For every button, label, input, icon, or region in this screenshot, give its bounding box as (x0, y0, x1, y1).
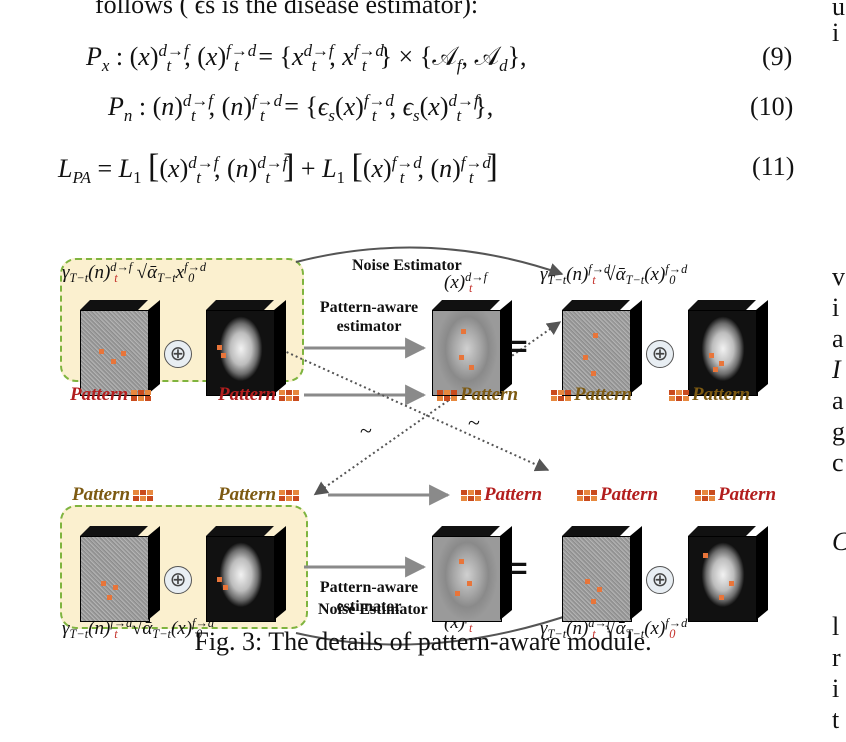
right-col-frag: c (832, 448, 844, 477)
equation-9-number: (9) (762, 42, 793, 71)
pattern-grid-icon (279, 390, 300, 402)
pattern-label: Pattern (692, 484, 776, 506)
pattern-label: Pattern (218, 384, 302, 406)
equation-11: LPA = L1 [(x)d→ft , (n)d→ft ] + L1 [(x)f… (58, 148, 498, 187)
right-col-frag: C (832, 527, 846, 557)
right-col-frag: a (832, 386, 844, 415)
noise-estimator-arrow-bottom (295, 609, 580, 646)
pattern-grid-icon (577, 490, 597, 502)
oplus-icon: ⊕ (646, 566, 674, 594)
pattern-grid-icon (551, 390, 571, 402)
top-noise-term: γT−t(n)d→ft √ᾱT−txf→d0 (62, 260, 207, 286)
pattern-label: Pattern (458, 484, 542, 506)
tilde-right: ~ (468, 410, 480, 435)
oplus-icon: ⊕ (646, 340, 674, 368)
pattern-aware-estimator-label-top: Pattern-aware estimator (319, 299, 419, 335)
pattern-label: Pattern (72, 484, 156, 506)
equation-9: Px : (x)d→ft , (x)f→dt = {xd→ft , xf→dt … (86, 40, 527, 75)
pattern-label: Pattern (218, 484, 302, 506)
right-col-frag: l (832, 612, 840, 641)
right-col-frag: r (832, 643, 841, 672)
right-col-frag: u (832, 0, 845, 21)
tilde-left: ~ (360, 418, 372, 443)
noise-estimator-label-top: Noise Estimator (352, 257, 462, 274)
pattern-label: Pattern (548, 384, 632, 406)
oplus-icon: ⊕ (164, 566, 192, 594)
figure-caption: Fig. 3: The details of pattern-aware mod… (194, 627, 652, 656)
equals-sign: = (510, 552, 528, 585)
pattern-grid-icon (695, 490, 715, 502)
right-col-frag: i (832, 18, 840, 47)
oplus-icon: ⊕ (164, 340, 192, 368)
pattern-label: Pattern (434, 384, 518, 406)
noise-estimator-label-bottom: Noise Estimator (318, 601, 428, 618)
right-col-frag: I (832, 355, 841, 384)
right-col-frag: v (832, 262, 845, 291)
pattern-grid-icon (133, 490, 154, 502)
pattern-grid-icon (669, 390, 689, 402)
right-col-frag: i (832, 674, 840, 703)
intro-line: follows ( ϵs is the disease estimator): (95, 0, 479, 19)
pattern-grid-icon (279, 490, 300, 502)
pattern-grid-icon (437, 390, 457, 402)
equation-10-number: (10) (750, 92, 794, 121)
right-col-frag: a (832, 324, 844, 353)
equation-11-number: (11) (752, 152, 795, 181)
noise-estimator-arrow-top (295, 246, 564, 277)
pattern-label: Pattern (574, 484, 658, 506)
right-col-frag: i (832, 293, 840, 322)
equals-sign: = (510, 330, 528, 363)
top-mixed-term: (x)d→ft (444, 270, 488, 296)
bottom-output-term: γT−t(n)d→ft √ᾱT−t(x)f→d0 (540, 616, 688, 642)
pattern-label: Pattern (70, 384, 154, 406)
pattern-aware-estimator-label-bottom: Pattern-aware estimator (319, 579, 419, 615)
pattern-label: Pattern (666, 384, 750, 406)
pattern-grid-icon (131, 390, 152, 402)
right-col-frag: g (832, 417, 845, 446)
equation-10: Pn : (n)d→ft , (n)f→dt = {ϵs(x)f→dt , ϵs… (108, 90, 494, 125)
right-col-frag: t (832, 705, 840, 734)
top-output-term: γT−t(n)f→dt √ᾱT−t(x)f→d0 (540, 262, 688, 288)
pattern-grid-icon (461, 490, 481, 502)
